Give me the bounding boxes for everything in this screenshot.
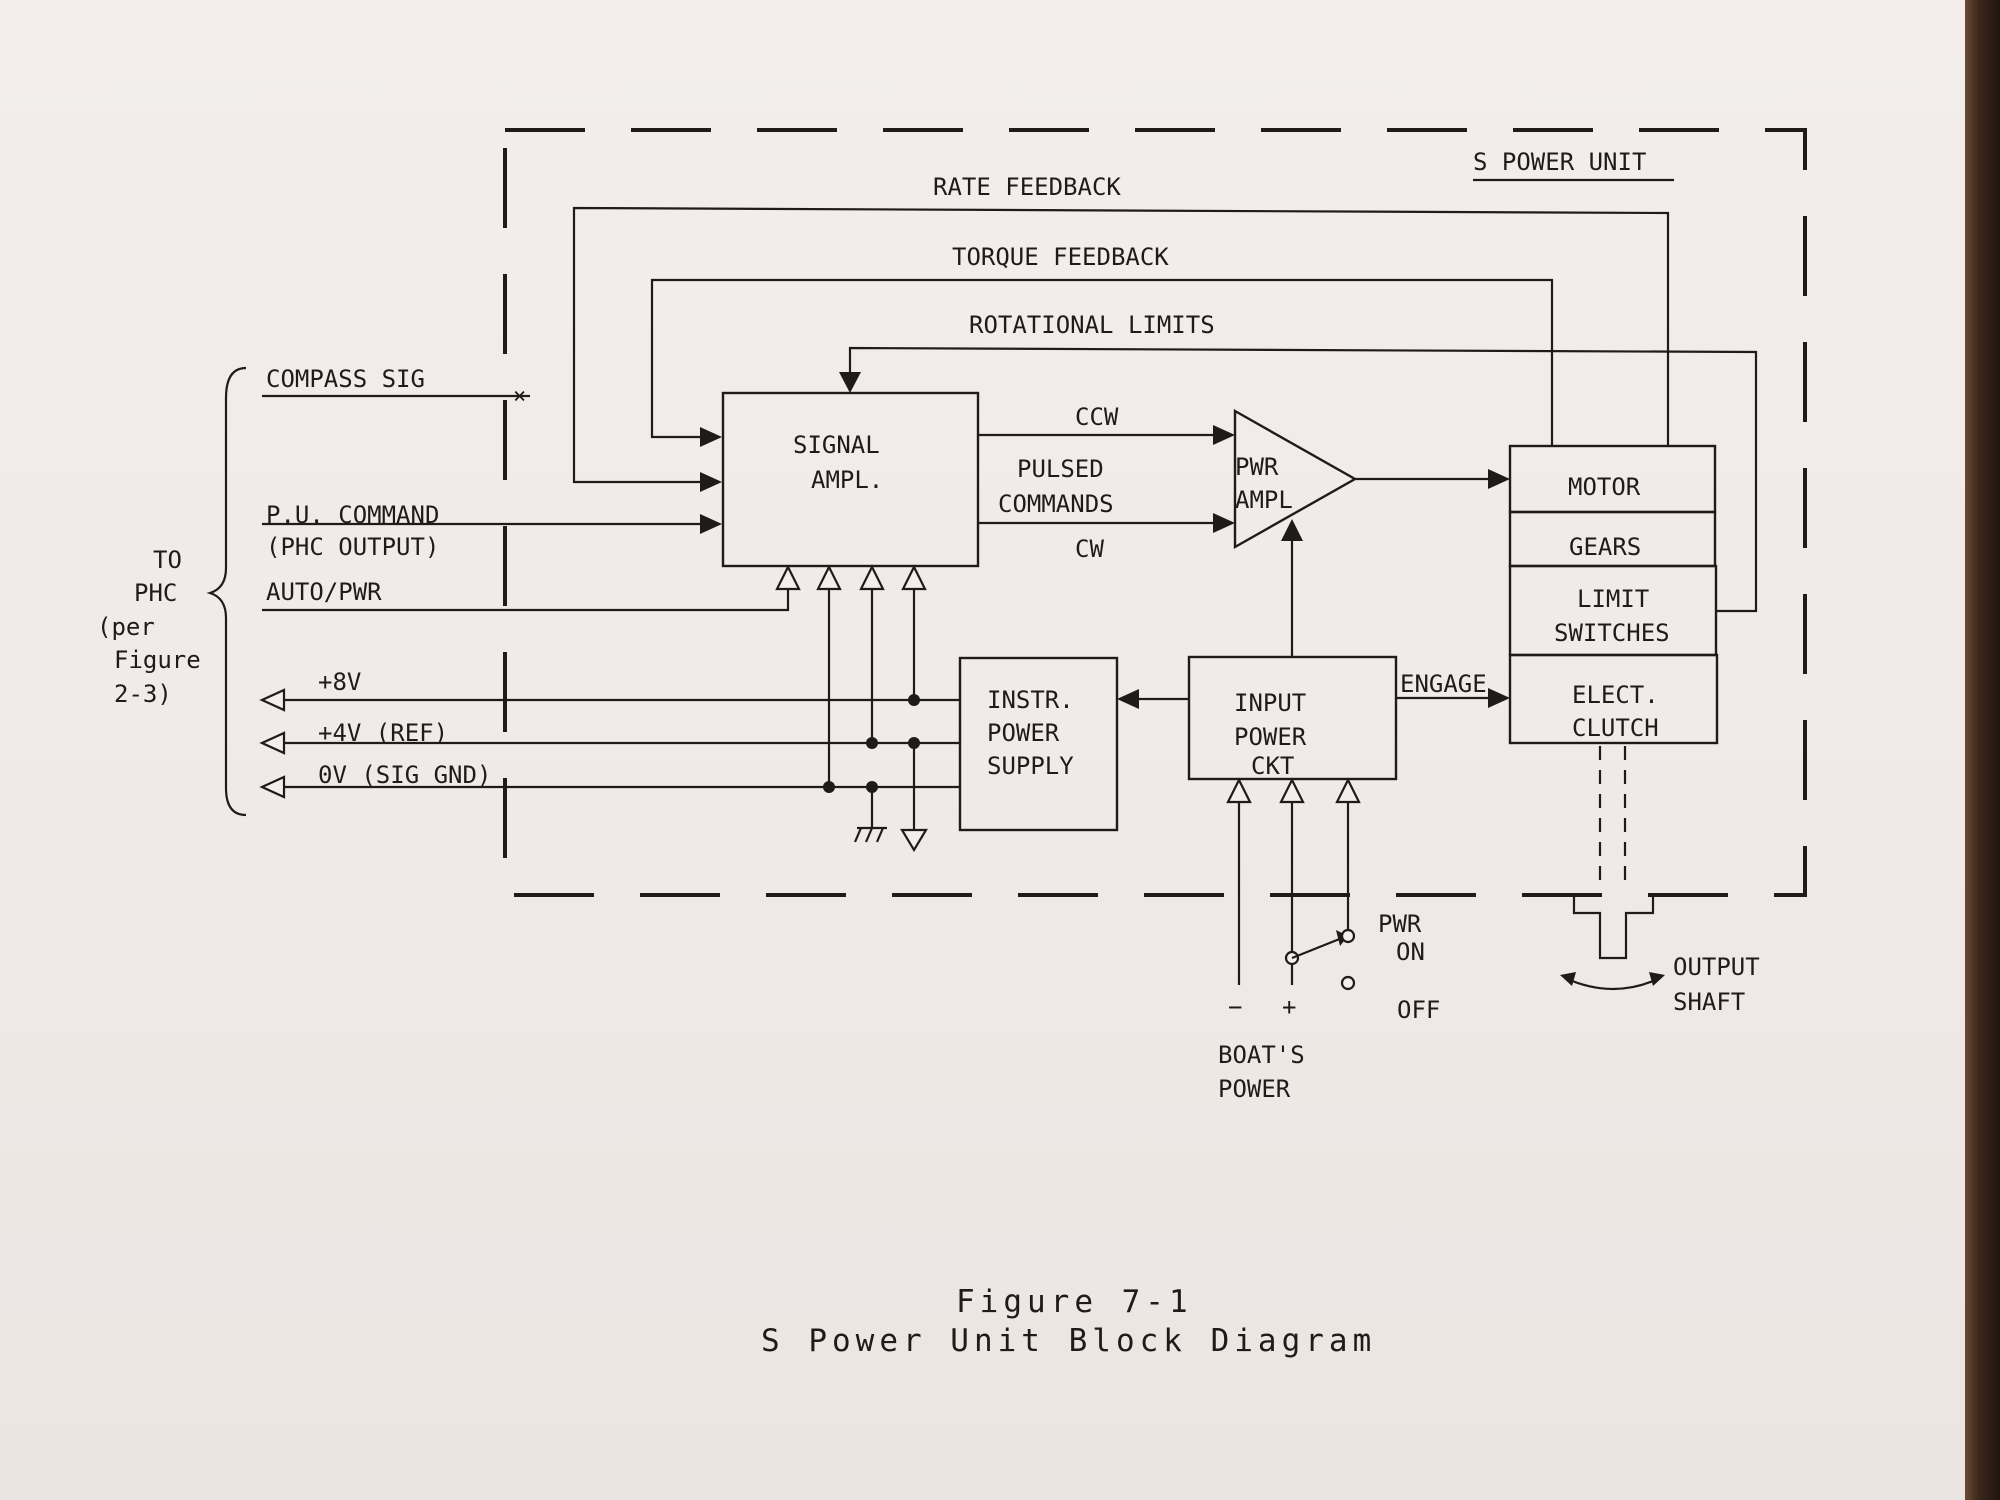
to-phc-line-2: PHC bbox=[134, 579, 177, 607]
gears-label: GEARS bbox=[1569, 533, 1641, 561]
switch-input-arrow bbox=[1335, 777, 1361, 804]
switch-on-contact[interactable] bbox=[1340, 928, 1356, 944]
plus8v-label: +8V bbox=[318, 668, 361, 696]
torque-feedback-label: TORQUE FEEDBACK bbox=[952, 243, 1169, 271]
input-power-label-1: INPUT bbox=[1234, 689, 1306, 717]
boat-minus-arrow bbox=[1226, 777, 1252, 804]
minus-label: − bbox=[1228, 993, 1242, 1021]
chassis-ground-tick-1 bbox=[853, 827, 863, 843]
output-shaft-flange bbox=[1572, 897, 1655, 960]
output-shaft-label-2: SHAFT bbox=[1673, 988, 1745, 1016]
to-phc-line-4: Figure bbox=[114, 646, 201, 674]
power-unit-enclosure bbox=[503, 128, 1807, 897]
auto-pwr-line bbox=[262, 587, 790, 612]
rate-feedback-line bbox=[572, 206, 1670, 484]
elect-clutch-label-1: ELECT. bbox=[1572, 681, 1659, 709]
tap-4v-arrow bbox=[859, 564, 885, 591]
engage-arrow bbox=[1488, 688, 1510, 708]
junction-gnd-1 bbox=[823, 781, 835, 793]
to-phc-brace bbox=[206, 366, 247, 817]
output-shaft-label-1: OUTPUT bbox=[1673, 953, 1760, 981]
rotational-limits-arrow bbox=[839, 372, 861, 393]
rotation-arrow-right bbox=[1649, 972, 1665, 986]
elect-clutch-block bbox=[1508, 653, 1719, 745]
instr-power-label-2: POWER bbox=[987, 719, 1060, 747]
pwr-ampl-triangle bbox=[1233, 408, 1358, 550]
to-phc-line-1: TO bbox=[153, 546, 182, 574]
zero-v-arrow bbox=[259, 775, 286, 799]
off-label: OFF bbox=[1397, 996, 1440, 1024]
junction-4v-1 bbox=[866, 737, 878, 749]
pwr-on-label-1: PWR bbox=[1378, 910, 1422, 938]
input-power-label-3: CKT bbox=[1251, 752, 1294, 780]
motor-label: MOTOR bbox=[1568, 473, 1641, 501]
plus8v-arrow bbox=[259, 688, 286, 712]
rotation-arc bbox=[1564, 976, 1661, 991]
binder-edge bbox=[1965, 0, 2000, 1500]
rotational-limits-label: ROTATIONAL LIMITS bbox=[969, 311, 1215, 339]
zero-v-label: 0V (SIG GND) bbox=[318, 761, 491, 789]
ccw-label: CCW bbox=[1075, 403, 1119, 431]
pulsed-label-1: PULSED bbox=[1017, 455, 1104, 483]
unit-title: S POWER UNIT bbox=[1473, 148, 1646, 176]
signal-ampl-label-2: AMPL. bbox=[811, 466, 883, 494]
pu-command-arrow bbox=[700, 514, 722, 534]
switch-blade bbox=[1291, 936, 1343, 960]
chassis-ground-tick-3 bbox=[875, 827, 885, 843]
pulsed-label-2: COMMANDS bbox=[998, 490, 1114, 518]
phc-output-label: (PHC OUTPUT) bbox=[266, 533, 439, 561]
torque-feedback-arrow bbox=[700, 427, 722, 447]
auto-pwr-label: AUTO/PWR bbox=[266, 578, 382, 606]
signal-ampl-block bbox=[721, 391, 980, 568]
pwr-on-label-2: ON bbox=[1396, 938, 1425, 966]
cw-label: CW bbox=[1075, 535, 1104, 563]
limit-switches-label-1: LIMIT bbox=[1577, 585, 1649, 613]
plus-label: + bbox=[1282, 993, 1296, 1021]
rotation-arrow-left bbox=[1560, 972, 1576, 986]
instr-power-label-1: INSTR. bbox=[987, 686, 1074, 714]
tap-8v-arrow bbox=[901, 564, 927, 591]
ccw-arrow bbox=[1213, 425, 1235, 445]
pwr-to-motor-arrow bbox=[1488, 469, 1510, 489]
boats-power-label-2: POWER bbox=[1218, 1075, 1291, 1103]
rate-feedback-arrow bbox=[700, 472, 722, 492]
compass-terminated-mark: × bbox=[513, 384, 526, 409]
rate-feedback-label: RATE FEEDBACK bbox=[933, 173, 1121, 201]
switch-off-contact[interactable] bbox=[1340, 975, 1356, 991]
engage-label: ENGAGE bbox=[1400, 670, 1487, 698]
chassis-ground-tick-2 bbox=[864, 827, 874, 843]
figure-number: Figure 7-1 bbox=[956, 1284, 1193, 1320]
boats-power-label-1: BOAT'S bbox=[1218, 1041, 1305, 1069]
plus4v-arrow bbox=[259, 731, 286, 755]
pu-command-label: P.U. COMMAND bbox=[266, 501, 439, 529]
pwr-ampl-label-1: PWR bbox=[1235, 453, 1279, 481]
cw-arrow bbox=[1213, 513, 1235, 533]
torque-feedback-line bbox=[650, 278, 1554, 446]
tap-gnd-arrow bbox=[816, 564, 842, 591]
signal-ground-symbol bbox=[900, 828, 928, 853]
compass-sig-label: COMPASS SIG bbox=[266, 365, 425, 393]
instr-power-label-3: SUPPLY bbox=[987, 752, 1074, 780]
boat-plus-arrow bbox=[1279, 777, 1305, 804]
to-phc-line-5: 2-3) bbox=[114, 680, 172, 708]
elect-clutch-label-2: CLUTCH bbox=[1572, 714, 1659, 742]
input-power-label-2: POWER bbox=[1234, 723, 1307, 751]
limit-switches-label-2: SWITCHES bbox=[1554, 619, 1670, 647]
input-to-pwr-arrow bbox=[1281, 519, 1303, 541]
auto-pwr-input-arrow bbox=[775, 564, 801, 591]
signal-ampl-label-1: SIGNAL bbox=[793, 431, 880, 459]
pwr-ampl-label-2: AMPL bbox=[1235, 486, 1293, 514]
input-to-instr-arrow bbox=[1117, 689, 1139, 709]
figure-title: S Power Unit Block Diagram bbox=[761, 1323, 1376, 1359]
to-phc-line-3: (per bbox=[97, 613, 155, 641]
junction-8v bbox=[908, 694, 920, 706]
rotational-limits-line bbox=[848, 346, 1758, 613]
plus4v-label: +4V (REF) bbox=[318, 719, 448, 747]
